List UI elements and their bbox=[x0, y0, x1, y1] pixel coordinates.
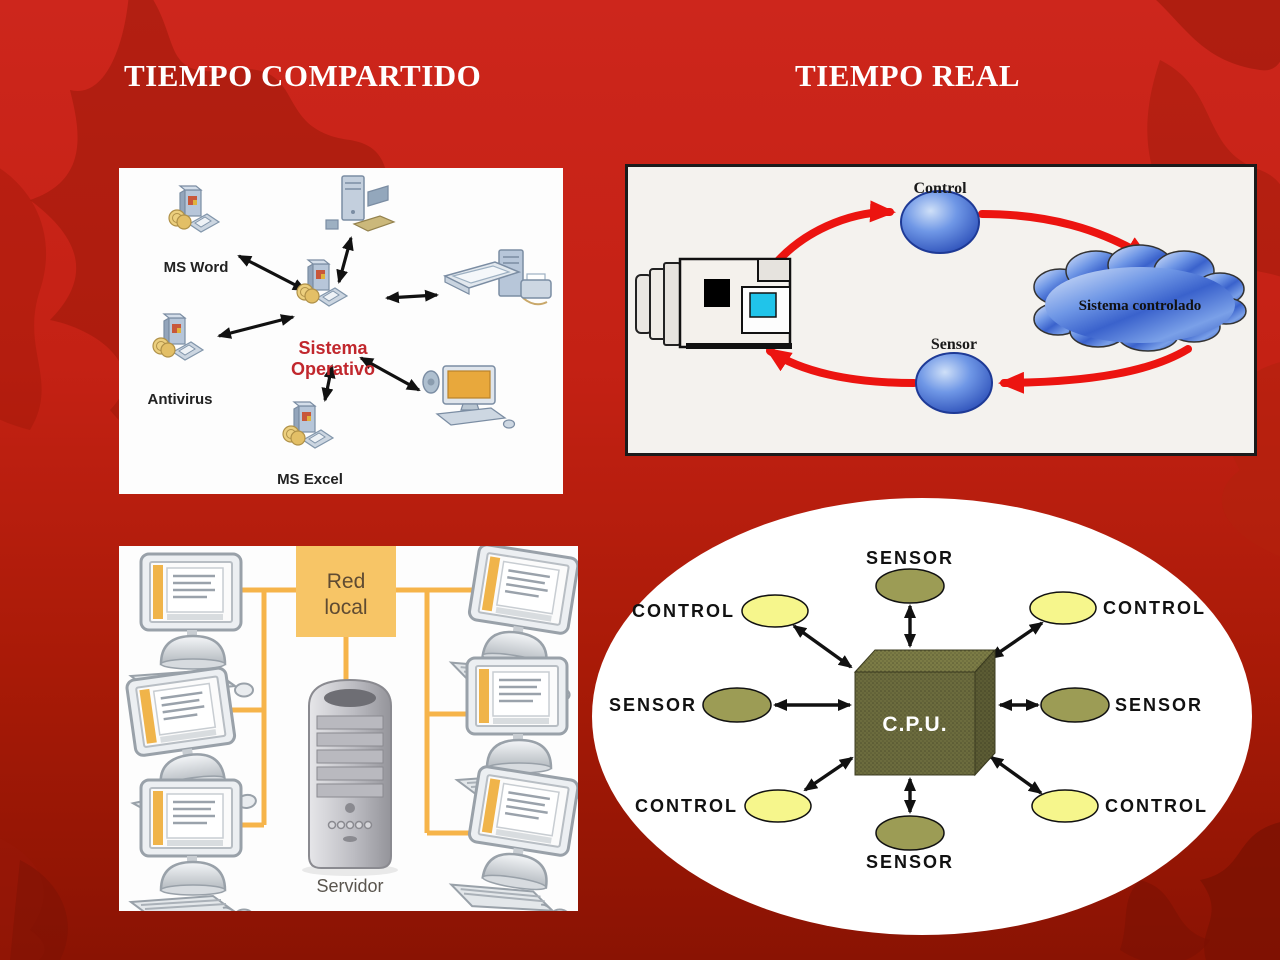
hub-label-line1: Red bbox=[327, 570, 366, 593]
sensor-label-top: SENSOR bbox=[866, 548, 954, 568]
hub-label-line2: local bbox=[324, 596, 367, 619]
control-label-top-right: CONTROL bbox=[1103, 598, 1206, 618]
control-oval-bottom-left bbox=[744, 789, 812, 823]
local-network-diagram: Red local Servidor bbox=[119, 546, 578, 911]
sensor-label-right: SENSOR bbox=[1115, 695, 1203, 715]
cpu-star-panel: C.P.U. SENSOR CONTROL CONTROL SENSOR SEN… bbox=[592, 498, 1252, 935]
lan-hub-box bbox=[296, 546, 396, 637]
sensor-oval-bottom bbox=[875, 815, 945, 851]
scanner-printer-icon bbox=[442, 249, 552, 306]
sensor-label-left: SENSOR bbox=[609, 695, 697, 715]
control-oval-top-right bbox=[1029, 591, 1097, 625]
sensor-oval-right bbox=[1040, 687, 1110, 723]
os-label-line1: Sistema bbox=[298, 338, 368, 358]
shared-time-diagram: MS Word Antivirus MS Excel Sistema Opera… bbox=[147, 175, 552, 488]
os-label-line2: Operativo bbox=[291, 359, 375, 379]
control-ball bbox=[900, 190, 980, 254]
cpu-star-diagram: C.P.U. SENSOR CONTROL CONTROL SENSOR SEN… bbox=[609, 548, 1208, 872]
cpu-node-labels: SENSOR CONTROL CONTROL SENSOR SENSOR CON… bbox=[609, 548, 1208, 872]
server-label: Servidor bbox=[316, 876, 383, 896]
real-time-loop-diagram: Control Sensor Sistema controlado bbox=[635, 180, 1247, 414]
ms-excel-label: MS Excel bbox=[277, 471, 343, 488]
slide-title-left: TIEMPO COMPARTIDO bbox=[124, 58, 482, 93]
control-label-bottom-right: CONTROL bbox=[1105, 796, 1208, 816]
shared-time-diagram-panel: MS Word Antivirus MS Excel Sistema Opera… bbox=[119, 168, 563, 494]
cpu-cube bbox=[853, 648, 997, 777]
controlled-system-cloud bbox=[1033, 244, 1247, 352]
sensor-ball bbox=[915, 352, 993, 414]
control-label-bottom-left: CONTROL bbox=[635, 796, 738, 816]
control-label-top-left: CONTROL bbox=[632, 601, 735, 621]
ms-excel-icon bbox=[282, 401, 334, 449]
sensor-label: Sensor bbox=[931, 336, 977, 353]
cpu-node-ovals bbox=[702, 568, 1110, 851]
server-icon bbox=[302, 678, 398, 876]
sensor-oval-top bbox=[875, 568, 945, 604]
computer-tower-icon bbox=[325, 175, 396, 232]
cpu-label: C.P.U. bbox=[882, 713, 947, 736]
ms-word-label: MS Word bbox=[164, 259, 229, 276]
machine-icon bbox=[635, 257, 792, 349]
shared-diagram-arrows bbox=[217, 236, 439, 402]
ms-word-icon bbox=[168, 185, 220, 233]
cpu-arrows bbox=[773, 604, 1044, 814]
desktop-computer-icon bbox=[422, 365, 516, 429]
control-oval-bottom-right bbox=[1031, 789, 1099, 823]
local-network-panel: Red local Servidor bbox=[119, 546, 578, 911]
antivirus-label: Antivirus bbox=[147, 391, 212, 408]
operating-system-icon bbox=[296, 259, 348, 307]
sensor-oval-left bbox=[702, 687, 772, 723]
antivirus-icon bbox=[152, 313, 204, 361]
controlled-system-label: Sistema controlado bbox=[1079, 298, 1202, 314]
control-label: Control bbox=[913, 180, 967, 197]
control-oval-top-left bbox=[741, 594, 809, 628]
client-computer-icon bbox=[129, 778, 255, 911]
slide-title-right: TIEMPO REAL bbox=[795, 58, 1021, 93]
sensor-label-bottom: SENSOR bbox=[866, 852, 954, 872]
loop-arrows bbox=[765, 200, 1192, 394]
real-time-loop-panel: Control Sensor Sistema controlado bbox=[625, 164, 1257, 456]
